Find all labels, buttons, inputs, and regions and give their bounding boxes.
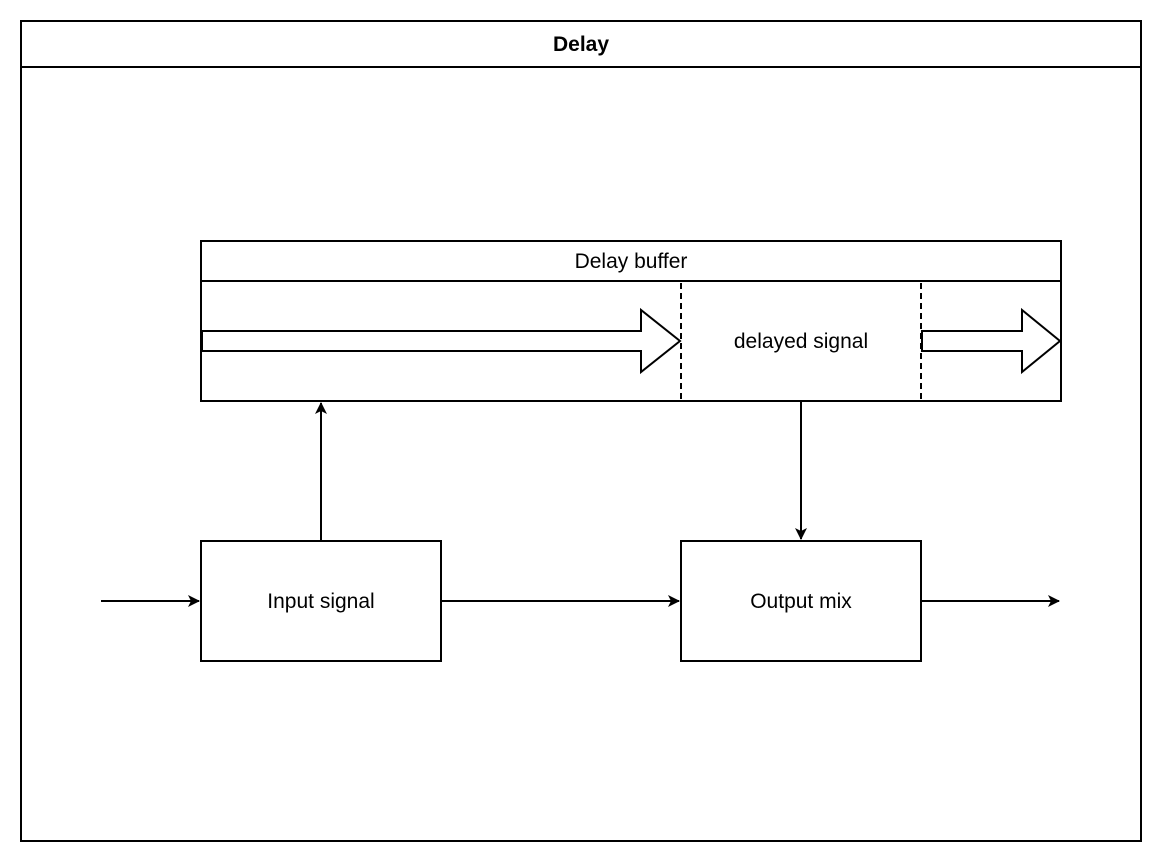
delay-buffer-container [200, 240, 1062, 402]
outer-frame [20, 20, 1142, 842]
output-mix-box [680, 540, 922, 662]
input-signal-box [200, 540, 442, 662]
buffer-flow-arrow-right [921, 307, 1062, 375]
buffer-flow-arrow-left [201, 307, 682, 375]
